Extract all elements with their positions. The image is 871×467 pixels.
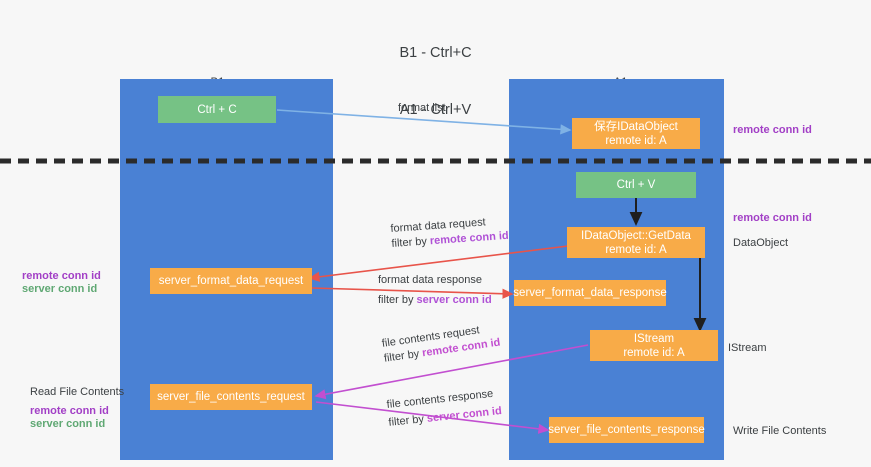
edge-label-format-list: format list [398,102,446,114]
box-server-file-contents-response[interactable]: server_file_contents_response [548,417,705,443]
annotation-left-server-conn-id-bottom: server conn id [30,418,106,430]
edge-label-format-data-request-group: format data request filter by remote con… [390,214,509,252]
filter-key-server-conn-id-2: server conn id [426,405,503,425]
box-istream[interactable]: IStream remote id: A [590,330,718,361]
box-istream-line-1: IStream [633,332,675,345]
annotation-read-file-contents: Read File Contents [30,386,125,398]
box-ctrl-c[interactable]: Ctrl + C [158,96,276,123]
annotation-write-file-contents: Write File Contents [733,425,827,437]
diagram-title-line-1: B1 - Ctrl+C [399,45,472,61]
annotation-left-remote-conn-id-mid: remote conn id [22,270,101,282]
box-save-idataobject-line-1: 保存IDataObject [594,120,678,133]
edge-label-file-contents-request-group: file contents request filter by remote c… [381,321,501,367]
box-server-file-contents-request[interactable]: server_file_contents_request [150,384,312,410]
annotation-dataobject: DataObject [733,237,789,249]
annotation-remote-conn-id-top: remote conn id [733,124,812,136]
edge-label-file-contents-response-group: file contents response filter by server … [386,386,503,431]
box-istream-line-2: remote id: A [623,346,685,359]
annotation-left-remote-conn-id-bottom: remote conn id [30,405,109,417]
filter-prefix-1: filter by [391,235,431,250]
box-idataobject-getdata-line-2: remote id: A [605,243,667,256]
filter-prefix-3: filter by [383,347,424,365]
box-ctrl-v-label: Ctrl + V [616,179,656,191]
box-idataobject-getdata[interactable]: IDataObject::GetData remote id: A [567,227,705,258]
edge-label-format-data-response-group: format data response filter by server co… [378,273,492,308]
box-server-format-data-request-label: server_format_data_request [158,275,304,287]
box-ctrl-c-label: Ctrl + C [197,103,237,116]
box-server-format-data-request[interactable]: server_format_data_request [150,268,312,294]
annotation-istream: IStream [728,342,767,354]
box-save-idataobject-line-2: remote id: A [605,134,667,147]
box-idataobject-getdata-line-1: IDataObject::GetData [581,229,691,242]
filter-key-server-conn-id-1: server conn id [416,294,492,306]
filter-key-remote-conn-id-1: remote conn id [429,229,510,248]
edge-label-format-data-response: format data response [378,274,482,286]
filter-prefix-4: filter by [387,412,428,429]
box-ctrl-v[interactable]: Ctrl + V [576,172,696,198]
edge-label-format-data-response-filter: filter by server conn id [378,293,492,308]
box-server-file-contents-request-label: server_file_contents_request [157,391,305,403]
box-server-format-data-response-label: server_format_data_response [513,287,667,299]
box-server-file-contents-response-label: server_file_contents_response [548,424,705,436]
annotation-remote-conn-id-mid: remote conn id [733,212,812,224]
filter-prefix-2: filter by [378,294,417,306]
box-server-format-data-response[interactable]: server_format_data_response [513,280,667,306]
annotation-left-server-conn-id-mid: server conn id [22,283,98,295]
box-save-idataobject[interactable]: 保存IDataObject remote id: A [572,118,700,149]
